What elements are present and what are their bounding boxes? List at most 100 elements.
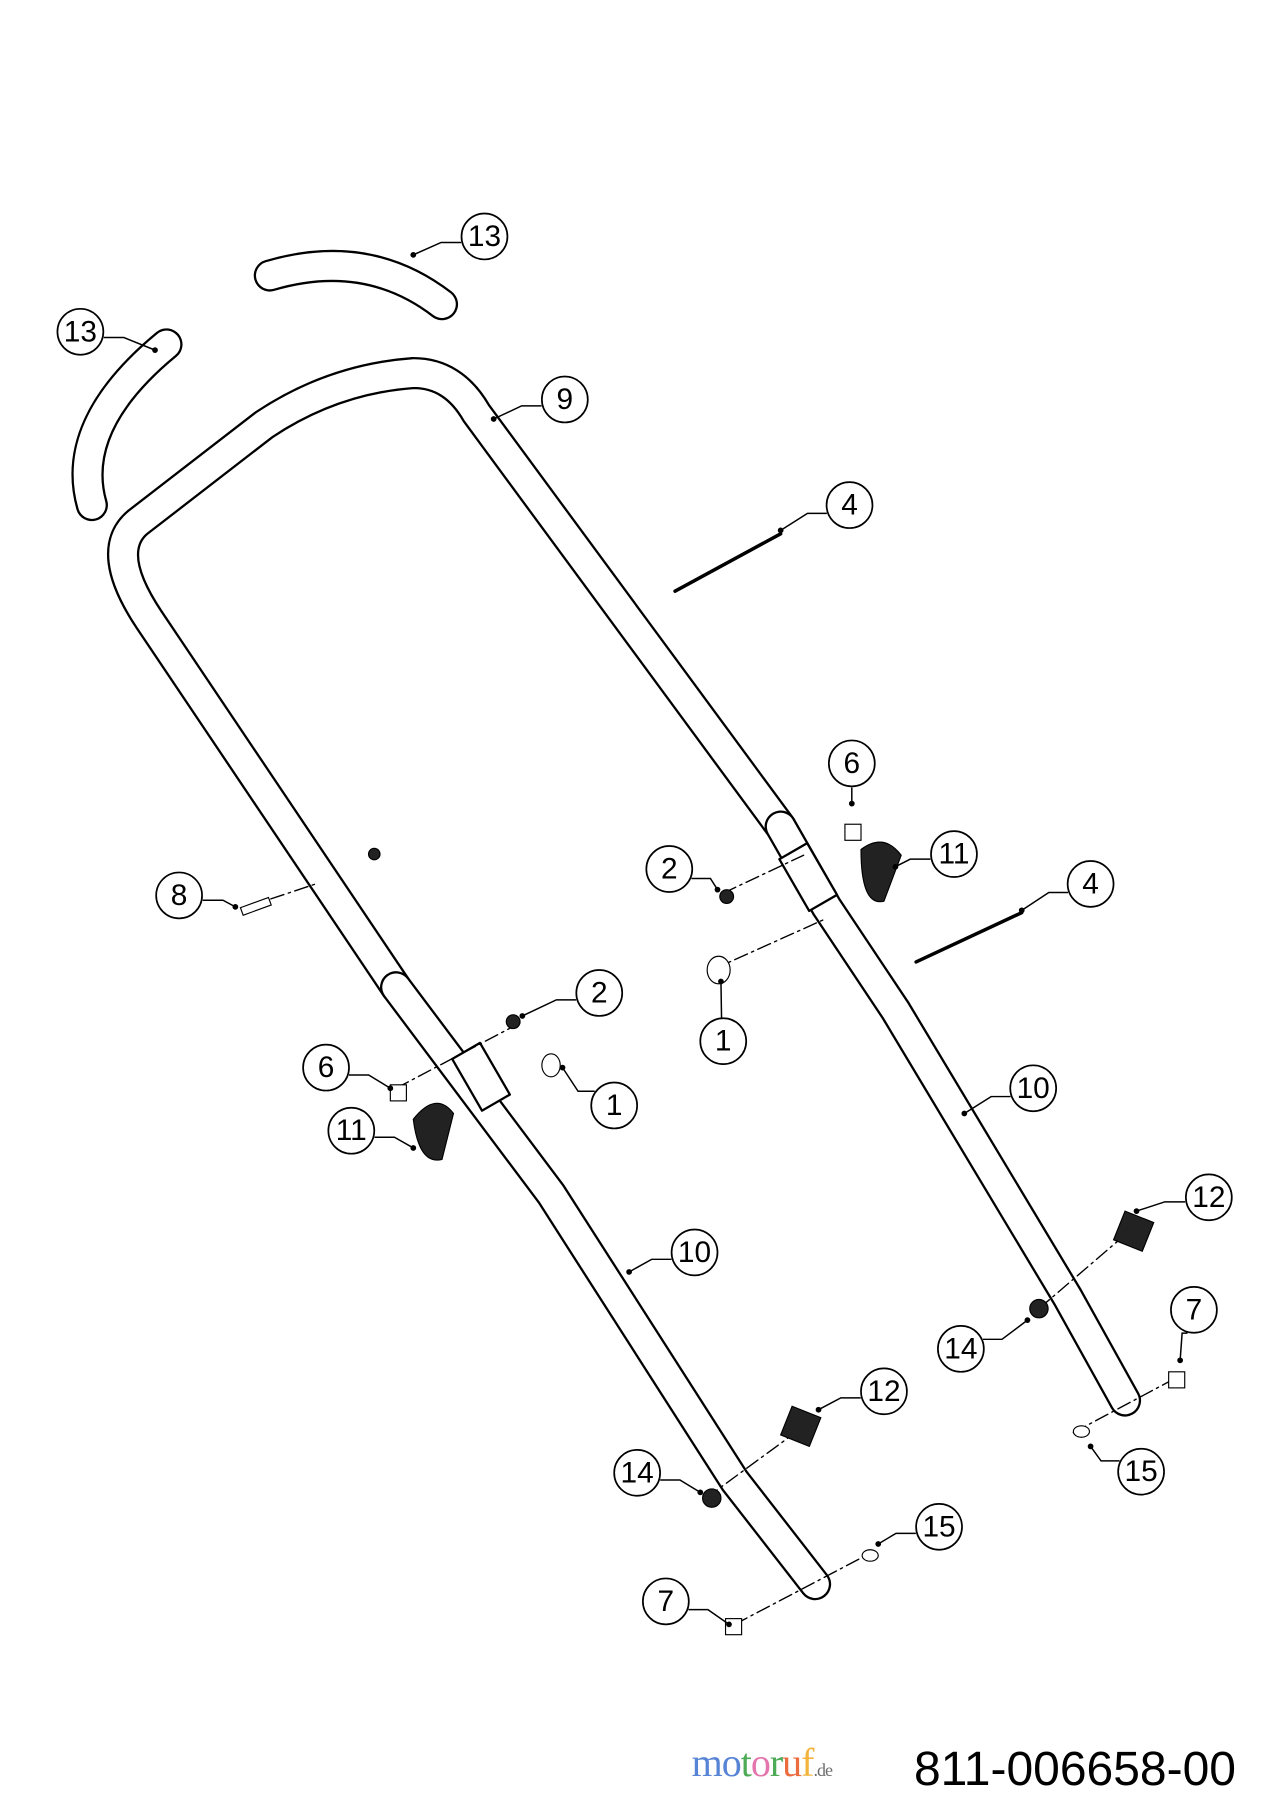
leader-line bbox=[818, 1397, 861, 1411]
callout-6: 6 bbox=[827, 739, 876, 807]
callout-10: 10 bbox=[626, 1228, 719, 1277]
callout-label: 2 bbox=[661, 853, 678, 886]
callout-10: 10 bbox=[961, 1064, 1058, 1117]
bolt-6b bbox=[844, 823, 862, 841]
callout-1: 1 bbox=[559, 1064, 639, 1130]
knob-12b bbox=[1112, 1210, 1155, 1253]
leader-arrowhead bbox=[1024, 1317, 1031, 1324]
callout-circle bbox=[460, 212, 509, 261]
leader-line bbox=[1179, 1332, 1188, 1361]
leader-arrowhead bbox=[726, 1621, 732, 1628]
bracket-right bbox=[778, 842, 839, 913]
bushing-14a bbox=[702, 1488, 722, 1508]
callout-circle bbox=[645, 845, 694, 893]
leader-line bbox=[493, 405, 542, 420]
callout-12: 12 bbox=[1133, 1173, 1233, 1222]
callout-15: 15 bbox=[875, 1502, 963, 1551]
callout-circle bbox=[827, 739, 876, 788]
bolt-7b bbox=[1168, 1371, 1186, 1389]
leader-line bbox=[522, 999, 577, 1017]
callout-1: 1 bbox=[699, 978, 748, 1066]
leader-arrowhead bbox=[892, 863, 899, 870]
cable-tie-upper bbox=[673, 532, 783, 593]
leader-line bbox=[1021, 891, 1069, 911]
callout-circle bbox=[1066, 860, 1115, 908]
leader-line bbox=[374, 1136, 414, 1149]
callout-label: 1 bbox=[715, 1025, 732, 1058]
bolt-1a bbox=[541, 1053, 561, 1078]
leader-line bbox=[1089, 1445, 1120, 1462]
leader-line bbox=[628, 1258, 672, 1273]
leader-arrowhead bbox=[410, 251, 417, 258]
callout-7: 7 bbox=[1170, 1286, 1218, 1364]
callout-2: 2 bbox=[519, 969, 624, 1019]
callout-15: 15 bbox=[1087, 1443, 1165, 1496]
leader-line bbox=[688, 1608, 730, 1625]
leader-arrowhead bbox=[1087, 1443, 1094, 1450]
callout-6: 6 bbox=[302, 1043, 394, 1092]
leader-line bbox=[660, 1479, 701, 1493]
callout-label: 9 bbox=[557, 383, 574, 416]
callout-circle bbox=[1185, 1173, 1233, 1222]
leader-arrowhead bbox=[777, 527, 784, 534]
washer-15b bbox=[1072, 1425, 1091, 1438]
leader-arrowhead bbox=[1018, 907, 1025, 914]
nut-2a bbox=[367, 847, 381, 861]
callout-circle bbox=[302, 1043, 350, 1092]
callout-label: 8 bbox=[171, 879, 188, 912]
callout-label: 15 bbox=[922, 1510, 955, 1543]
callout-circle bbox=[56, 307, 105, 356]
leader-arrowhead bbox=[152, 347, 158, 353]
callout-13: 13 bbox=[56, 307, 158, 356]
leader-arrowhead bbox=[875, 1541, 882, 1547]
callout-13: 13 bbox=[410, 212, 509, 261]
callout-circle bbox=[1117, 1447, 1165, 1496]
leader-arrowhead bbox=[387, 1085, 394, 1092]
callout-label: 14 bbox=[621, 1456, 654, 1489]
leader-line bbox=[412, 241, 462, 256]
callout-circle bbox=[575, 969, 624, 1017]
callout-label: 10 bbox=[678, 1236, 711, 1269]
leader-arrowhead bbox=[961, 1110, 968, 1117]
callout-11: 11 bbox=[892, 830, 978, 878]
callout-label: 7 bbox=[1186, 1293, 1203, 1326]
callout-4: 4 bbox=[1018, 860, 1115, 914]
leader-arrowhead bbox=[490, 416, 497, 422]
callout-label: 7 bbox=[658, 1585, 675, 1618]
callout-14: 14 bbox=[613, 1449, 704, 1497]
leader-arrowhead bbox=[559, 1064, 566, 1071]
callout-label: 12 bbox=[1192, 1181, 1225, 1214]
leader-arrowhead bbox=[1177, 1357, 1184, 1364]
leader-arrowhead bbox=[718, 978, 724, 985]
leader-line bbox=[720, 981, 723, 1018]
callout-circle bbox=[1009, 1064, 1058, 1113]
leader-line bbox=[780, 512, 827, 531]
cable-tie-lower bbox=[914, 910, 1024, 964]
bolt-6a bbox=[389, 1084, 407, 1102]
callout-circle bbox=[670, 1228, 719, 1277]
clip-8 bbox=[239, 896, 272, 916]
callout-circle bbox=[155, 871, 203, 920]
callout-8: 8 bbox=[155, 871, 239, 920]
nut-2b bbox=[505, 1014, 521, 1030]
leader-arrowhead bbox=[1133, 1208, 1140, 1214]
leader-line bbox=[983, 1319, 1028, 1341]
leader-line bbox=[691, 877, 719, 891]
callout-circle bbox=[860, 1367, 908, 1416]
callout-circle bbox=[642, 1577, 690, 1626]
leader-arrowhead bbox=[626, 1269, 632, 1275]
callout-circle bbox=[915, 1502, 963, 1551]
watermark-logo: motoruf.de bbox=[691, 1740, 833, 1785]
callout-label: 12 bbox=[867, 1375, 900, 1408]
callout-circle bbox=[825, 481, 874, 529]
callout-12: 12 bbox=[815, 1367, 908, 1416]
leader-arrowhead bbox=[519, 1013, 526, 1019]
callout-label: 4 bbox=[841, 489, 858, 522]
callout-circle bbox=[937, 1325, 985, 1373]
leader-line bbox=[877, 1532, 916, 1545]
callout-circle bbox=[699, 1017, 748, 1066]
callout-9: 9 bbox=[490, 375, 589, 424]
